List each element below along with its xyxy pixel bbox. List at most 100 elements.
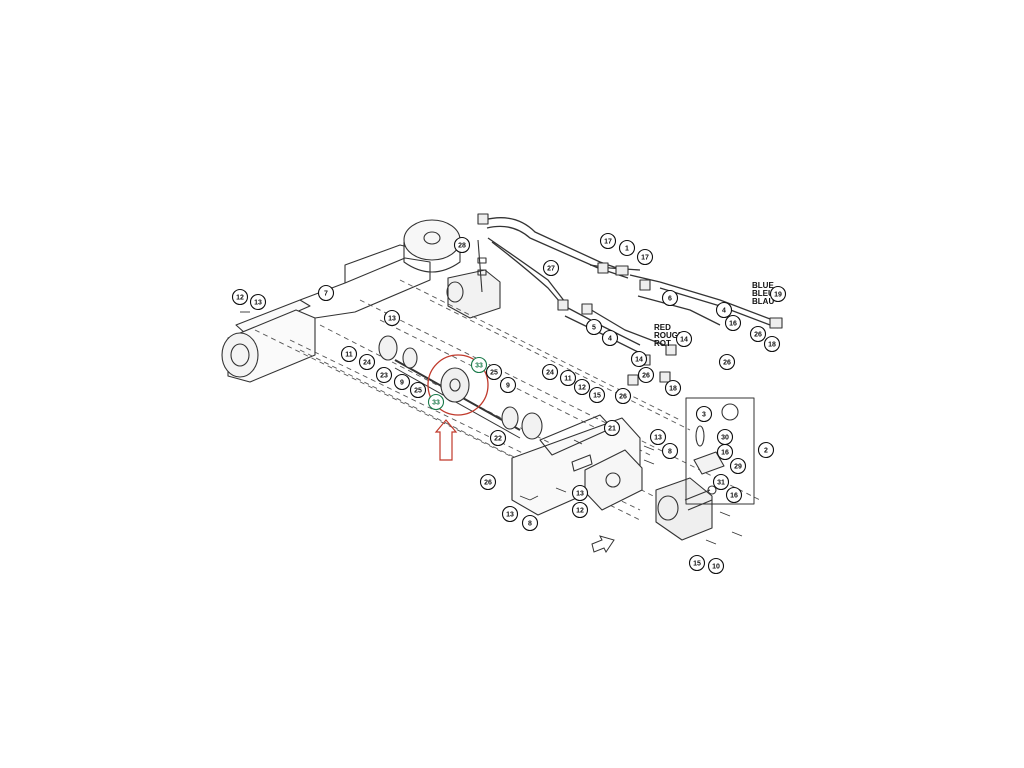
callout-circle bbox=[470, 356, 488, 374]
callout-circle bbox=[499, 376, 517, 394]
callout-circle bbox=[559, 369, 577, 387]
callout-circle bbox=[661, 289, 679, 307]
callout-number: 15 bbox=[693, 561, 701, 568]
callout-8: 8 bbox=[521, 514, 539, 532]
callout-19: 19 bbox=[769, 285, 787, 303]
callout-circle bbox=[358, 353, 376, 371]
callout-circle bbox=[585, 318, 603, 336]
callout-number: 25 bbox=[414, 388, 422, 395]
callout-26: 26 bbox=[479, 473, 497, 491]
label-blue-fr: BLEU bbox=[752, 289, 774, 298]
callout-number: 6 bbox=[668, 296, 672, 303]
callout-24: 24 bbox=[541, 363, 559, 381]
callout-4: 4 bbox=[715, 301, 733, 319]
callout-17: 17 bbox=[599, 232, 617, 250]
callout-number: 16 bbox=[721, 450, 729, 457]
callout-circle bbox=[541, 363, 559, 381]
callout-number: 11 bbox=[345, 352, 353, 359]
callout-number: 28 bbox=[458, 243, 466, 250]
callout-circle bbox=[317, 284, 335, 302]
callout-13: 13 bbox=[383, 309, 401, 327]
callout-number: 33 bbox=[475, 363, 483, 370]
callout-number: 8 bbox=[528, 521, 532, 528]
callout-circle bbox=[603, 419, 621, 437]
callout-circle bbox=[485, 363, 503, 381]
left-gearbox-housing bbox=[221, 244, 431, 383]
callout-26: 26 bbox=[718, 353, 736, 371]
upper-gear-disc bbox=[403, 219, 461, 273]
callout-number: 13 bbox=[506, 512, 514, 519]
callout-number: 29 bbox=[734, 464, 742, 471]
callout-9: 9 bbox=[499, 376, 517, 394]
callout-15: 15 bbox=[588, 386, 606, 404]
callout-circle bbox=[542, 259, 560, 277]
callout-circle bbox=[599, 232, 617, 250]
callout-circle bbox=[231, 288, 249, 306]
callout-circle bbox=[769, 285, 787, 303]
callout-number: 14 bbox=[680, 337, 688, 344]
callout-circle bbox=[614, 387, 632, 405]
callout-circle bbox=[749, 325, 767, 343]
callout-4: 4 bbox=[601, 329, 619, 347]
callout-circle bbox=[375, 366, 393, 384]
callout-14: 14 bbox=[630, 350, 648, 368]
callout-number: 18 bbox=[768, 342, 776, 349]
callout-circle bbox=[521, 514, 539, 532]
callout-number: 33 bbox=[432, 400, 440, 407]
callout-circle bbox=[393, 373, 411, 391]
direction-arrow bbox=[591, 535, 615, 553]
callout-15: 15 bbox=[688, 554, 706, 572]
callout-circle bbox=[618, 239, 636, 257]
callout-6: 6 bbox=[661, 289, 679, 307]
callout-number: 17 bbox=[604, 239, 612, 246]
callout-circle bbox=[409, 381, 427, 399]
callout-number: 12 bbox=[578, 385, 586, 392]
callout-number: 9 bbox=[400, 380, 404, 387]
callout-circle bbox=[763, 335, 781, 353]
label-red-en: RED bbox=[654, 323, 671, 332]
callout-circle bbox=[383, 309, 401, 327]
callout-26: 26 bbox=[614, 387, 632, 405]
callout-number: 26 bbox=[642, 373, 650, 380]
callout-circle bbox=[249, 293, 267, 311]
label-blue-de: BLAU bbox=[752, 297, 774, 306]
callout-circle bbox=[716, 443, 734, 461]
callout-circle bbox=[757, 441, 775, 459]
callout-number: 12 bbox=[236, 295, 244, 302]
callout-circle bbox=[649, 428, 667, 446]
callout-number: 13 bbox=[388, 316, 396, 323]
label-red-de: ROT bbox=[654, 339, 671, 348]
callout-number: 7 bbox=[324, 291, 328, 298]
callout-circle bbox=[661, 442, 679, 460]
hose-fittings bbox=[477, 213, 783, 386]
callout-circle bbox=[688, 554, 706, 572]
callout-group: 1213713112423925259241112152221138261381… bbox=[231, 232, 787, 575]
callout-16: 16 bbox=[716, 443, 734, 461]
callout-circle bbox=[712, 473, 730, 491]
callout-circle bbox=[724, 314, 742, 332]
callout-5: 5 bbox=[585, 318, 603, 336]
callout-number: 27 bbox=[547, 266, 555, 273]
callout-circle bbox=[636, 248, 654, 266]
callout-number: 30 bbox=[721, 435, 729, 442]
callout-number: 26 bbox=[619, 394, 627, 401]
callout-14: 14 bbox=[675, 330, 693, 348]
callout-33: 33 bbox=[427, 393, 445, 411]
callout-circle bbox=[588, 386, 606, 404]
hydraulic-pump-top bbox=[446, 239, 501, 319]
callout-number: 4 bbox=[608, 336, 612, 343]
callout-18: 18 bbox=[763, 335, 781, 353]
callout-11: 11 bbox=[559, 369, 577, 387]
callout-circle bbox=[340, 345, 358, 363]
callout-circle bbox=[718, 353, 736, 371]
callout-number: 10 bbox=[712, 564, 720, 571]
callout-25: 25 bbox=[485, 363, 503, 381]
callout-12: 12 bbox=[231, 288, 249, 306]
callout-number: 16 bbox=[730, 493, 738, 500]
callout-22: 22 bbox=[489, 429, 507, 447]
callout-2: 2 bbox=[757, 441, 775, 459]
callout-number: 24 bbox=[363, 360, 371, 367]
callout-25: 25 bbox=[409, 381, 427, 399]
callout-21: 21 bbox=[603, 419, 621, 437]
lower-hydraulic-motor bbox=[655, 477, 713, 541]
